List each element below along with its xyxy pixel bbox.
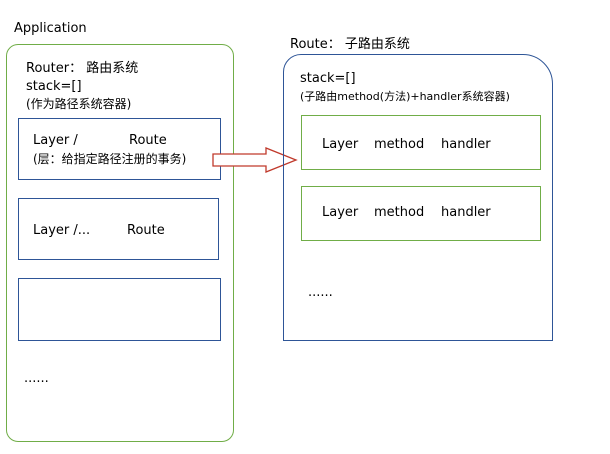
router-stack: stack=[] [26,79,82,94]
method-label: method [374,137,425,152]
application-label: Application [14,21,87,36]
layer-label: Layer [322,137,359,152]
handler-label: handler [441,205,491,220]
application-container [6,44,234,442]
route-note: (子路由method(方法)+handler系统容器) [300,90,510,103]
route-label: Route [129,133,167,148]
route-container [283,54,553,341]
route-layer-box: Layer method handler [301,115,541,170]
route-stack: stack=[] [300,71,356,86]
route-ellipsis: ...... [308,285,333,300]
layer-note: (层：给指定路径注册的事务) [33,152,187,166]
layer-label: Layer /... [33,223,91,238]
router-title: Router： 路由系统 [26,61,139,76]
layer-label: Layer [322,205,359,220]
route-title: Route： 子路由系统 [290,37,410,52]
right-arrow-icon [212,147,298,173]
router-layer-box: Layer / Route (层：给指定路径注册的事务) [18,118,221,180]
layer-label: Layer / [33,133,78,148]
method-label: method [374,205,425,220]
route-label: Route [127,223,165,238]
router-layer-box-empty [18,278,221,341]
route-layer-box: Layer method handler [301,186,541,241]
router-layer-box: Layer /... Route [18,198,219,260]
router-ellipsis: ...... [24,371,49,386]
router-note: (作为路径系统容器) [26,97,132,111]
handler-label: handler [441,137,491,152]
